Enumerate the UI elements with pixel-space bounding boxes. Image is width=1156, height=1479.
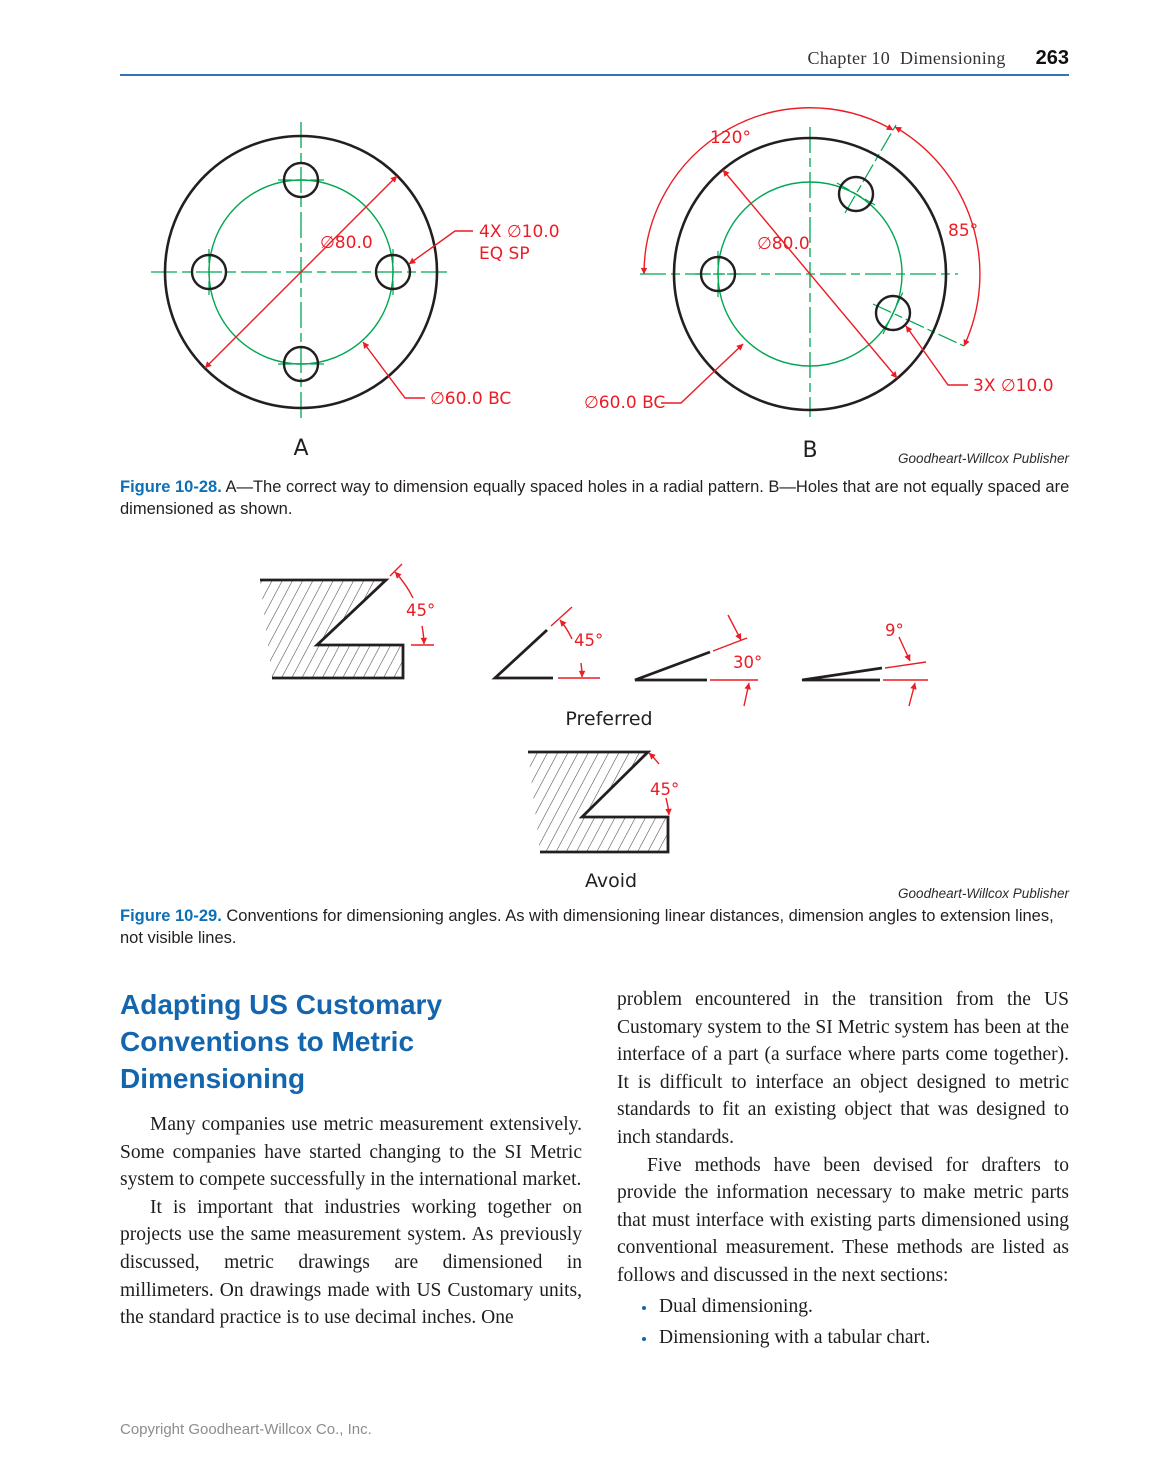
header-rule	[120, 74, 1069, 76]
preferred-9-angle: 9°	[801, 621, 928, 707]
block-outline-avoid	[528, 750, 670, 854]
leader-holes-a	[408, 230, 473, 265]
paragraph: Many companies use metric measurement ex…	[120, 1114, 582, 1191]
avoid-notched-block: 45°	[528, 750, 679, 854]
figure-10-28-drawing: ∅80.0 4X ∅10.0 EQ SP ∅60.0 BC A	[151, 107, 1054, 463]
list-item: Dual dimensioning.	[657, 1293, 1069, 1321]
preferred-45-angle: 45°	[491, 606, 603, 680]
figure-10-29-credit: Goodheart-Willcox Publisher	[898, 886, 1069, 901]
diameter-dimension-line-a	[204, 175, 398, 369]
figure-10-28-caption-text: A—The correct way to dimension equally s…	[120, 478, 1070, 518]
paragraph: Five methods have been devised for draft…	[617, 1154, 1069, 1286]
methods-bullet-list: Dual dimensioning. Dimensioning with a t…	[617, 1293, 1069, 1352]
chapter-title: Dimensioning	[900, 48, 1006, 68]
dim-holes-note-a-line1: 4X ∅10.0	[479, 222, 560, 242]
chapter-number: Chapter 10	[807, 48, 891, 68]
figure-10-29-caption: Figure 10-29. Conventions for dimensioni…	[120, 906, 1072, 950]
dim-angle-120: 120°	[710, 128, 751, 148]
dim-angle-9: 9°	[885, 621, 904, 640]
figure-10-29-caption-label: Figure 10-29.	[120, 907, 222, 925]
figure-b-unequally-spaced-holes: ∅80.0 120° 85° 3X ∅10.0 ∅60.0 BC B	[584, 107, 1054, 463]
dim-outer-diameter-b: ∅80.0	[757, 234, 810, 254]
figure-10-28-caption: Figure 10-28. A—The correct way to dimen…	[120, 477, 1072, 521]
angle-outline-30	[634, 650, 711, 682]
dim-angle-30: 30°	[733, 653, 762, 672]
dim-angle-45-avoid: 45°	[650, 780, 679, 799]
hatched-section-avoid	[528, 752, 668, 852]
running-head: Chapter 10 Dimensioning 263	[808, 47, 1069, 70]
dim-angle-45-triangle: 45°	[574, 631, 603, 650]
view-label-a: A	[293, 436, 308, 461]
leader-holes-b	[905, 325, 968, 386]
leader-bolt-circle-b	[661, 343, 744, 404]
preferred-30-angle: 30°	[634, 614, 762, 707]
section-heading: Adapting US Customary Conventions to Met…	[120, 989, 443, 1094]
figure-10-29-drawing: 45° 45° 30° 9° Pref	[260, 563, 928, 892]
part-outline-a	[163, 134, 439, 410]
copyright-notice: Copyright Goodheart-Willcox Co., Inc.	[120, 1421, 372, 1438]
preferred-label: Preferred	[565, 708, 652, 730]
dim-angle-85: 85°	[948, 221, 978, 241]
angle-arc-85	[894, 126, 981, 347]
avoid-label: Avoid	[585, 870, 637, 892]
dim-outer-diameter-a: ∅80.0	[320, 233, 373, 253]
dim-holes-note-a-line2: EQ SP	[479, 244, 530, 264]
figure-10-29-caption-text: Conventions for dimensioning angles. As …	[120, 907, 1054, 947]
dim-bolt-circle-a: ∅60.0 BC	[430, 389, 511, 409]
figure-10-28-caption-label: Figure 10-28.	[120, 478, 222, 496]
figure-a-equally-spaced-holes: ∅80.0 4X ∅10.0 EQ SP ∅60.0 BC A	[151, 122, 560, 461]
list-item: Dimensioning with a tabular chart.	[657, 1324, 1069, 1352]
holes-b	[695, 175, 912, 335]
dim-holes-note-b: 3X ∅10.0	[973, 376, 1054, 396]
hatched-section-preferred	[260, 580, 403, 678]
text-column-left: Adapting US Customary Conventions to Met…	[120, 986, 582, 1332]
angle-outline-45	[491, 628, 553, 680]
dim-angle-45-notch: 45°	[406, 601, 435, 620]
radial-centerline-60deg	[844, 124, 897, 214]
dim-bolt-circle-b: ∅60.0 BC	[584, 393, 665, 413]
paragraph: It is important that industries working …	[120, 1196, 582, 1329]
angle-arc-120	[640, 107, 894, 275]
block-outline-preferred	[260, 578, 405, 680]
figure-10-28-credit: Goodheart-Willcox Publisher	[898, 451, 1069, 466]
paragraph: problem encountered in the transition fr…	[617, 989, 1069, 1148]
view-label-b: B	[802, 438, 817, 463]
text-column-right: problem encountered in the transition fr…	[617, 986, 1069, 1356]
page-number: 263	[1035, 47, 1069, 69]
angle-outline-9	[801, 666, 883, 682]
preferred-notched-block: 45°	[260, 563, 435, 680]
leader-bolt-circle-a	[362, 341, 425, 399]
